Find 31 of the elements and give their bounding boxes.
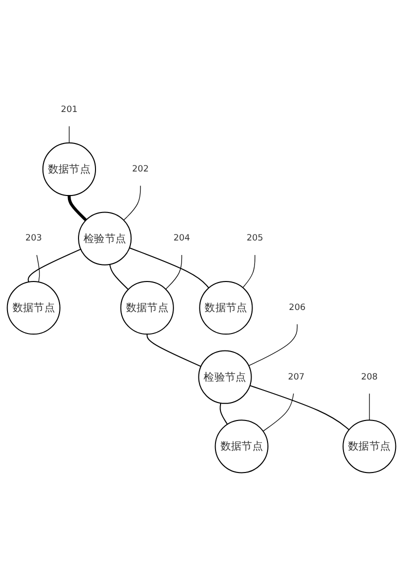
connector-line: [128, 247, 210, 288]
connector-line: [109, 264, 129, 290]
connector-line: [249, 385, 350, 430]
node-circle: 数据节点: [214, 420, 268, 474]
callout-number: 208: [361, 372, 378, 382]
callout-number: 201: [60, 104, 78, 115]
leader-line: [68, 126, 70, 144]
callout-number: 207: [288, 372, 304, 382]
connector-line: [220, 402, 228, 425]
callout-number: 204: [173, 233, 190, 244]
node-circle: 数据节点: [42, 142, 96, 196]
callout-number: 206: [288, 302, 306, 313]
connector-line: [28, 248, 82, 282]
callout-number: 205: [246, 233, 264, 244]
node-circle: 检验节点: [198, 350, 252, 404]
connector-line: [146, 334, 202, 367]
leader-line: [242, 254, 256, 288]
callout-number: 202: [132, 164, 149, 174]
leader-line: [369, 393, 370, 420]
leader-line: [123, 185, 141, 220]
node-circle: 数据节点: [6, 281, 60, 335]
leader-line: [262, 393, 294, 432]
node-circle: 数据节点: [342, 420, 396, 474]
connector-line: [68, 195, 87, 222]
node-circle: 数据节点: [120, 281, 174, 335]
leader-line: [36, 254, 40, 282]
node-circle: 数据节点: [199, 281, 253, 335]
node-circle: 检验节点: [78, 212, 132, 266]
callout-number: 203: [25, 233, 42, 244]
leader-line: [165, 254, 182, 290]
leader-line: [248, 324, 298, 366]
